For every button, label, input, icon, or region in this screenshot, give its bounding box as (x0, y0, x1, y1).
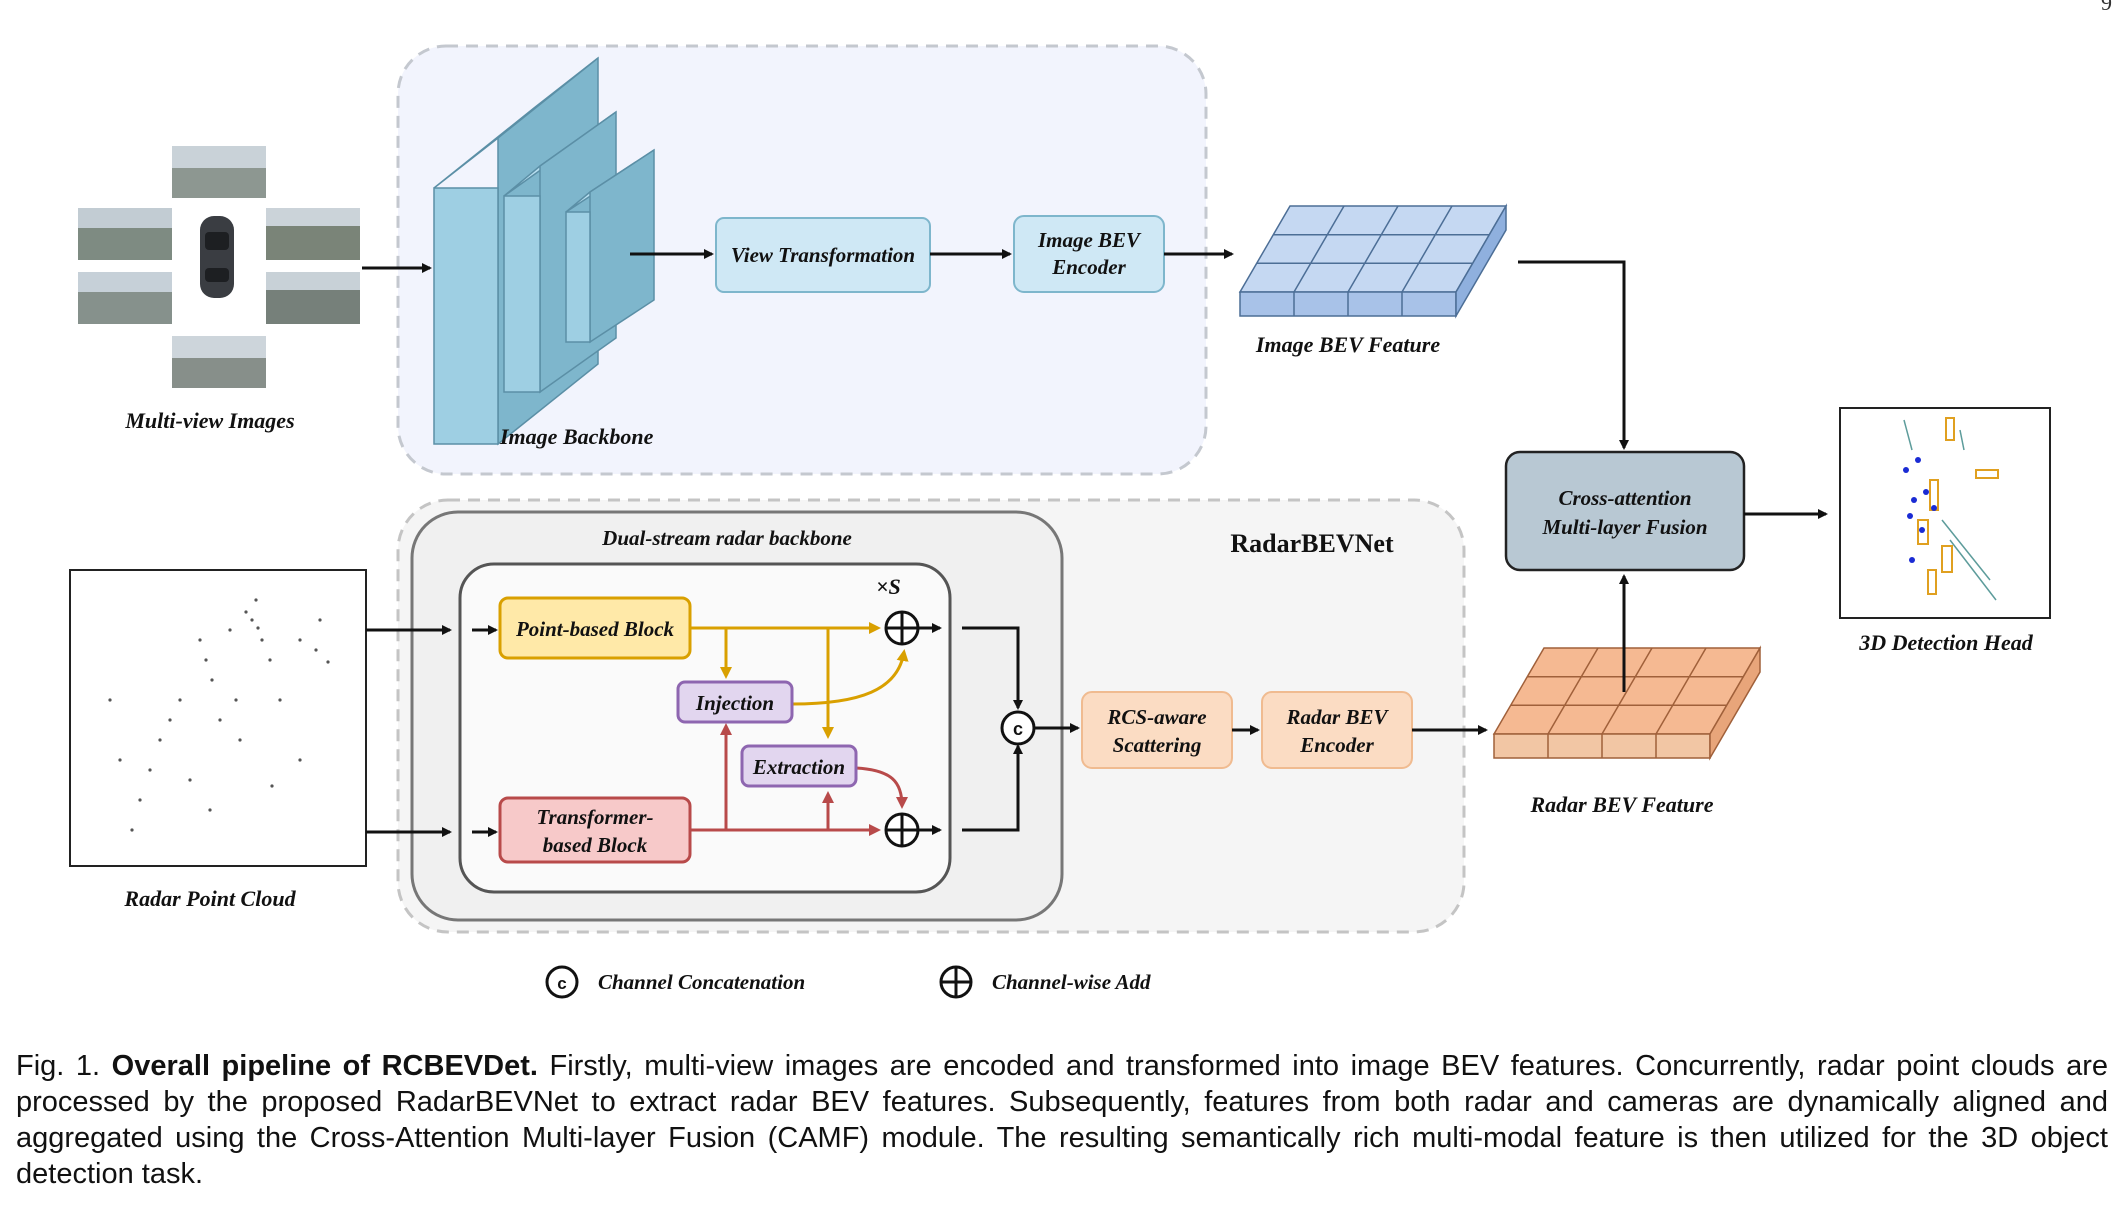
extraction-label: Extraction (752, 755, 845, 779)
multi-view-images (78, 146, 360, 388)
camf-label-1: Cross-attention (1558, 486, 1691, 510)
injection-node (676, 680, 794, 724)
image-backbone-label: Image Backbone (499, 424, 654, 449)
transformer-block-label-1: Transformer- (536, 805, 653, 829)
detection-points (1903, 457, 1937, 563)
radar-point-cloud-image (69, 569, 367, 867)
add-legend-icon (939, 965, 973, 999)
caption-title: Overall pipeline of RCBEVDet. (111, 1050, 538, 1082)
radar-points (108, 598, 330, 832)
radar-bev-feature-label: Radar BEV Feature (1530, 792, 1714, 817)
detection-head-label: 3D Detection Head (1858, 630, 2034, 655)
image-bev-feature-label: Image BEV Feature (1255, 332, 1440, 357)
concat-legend-icon: c (545, 965, 579, 999)
dual-stream-label: Dual-stream radar backbone (601, 526, 852, 550)
pipeline-diagram: Multi-view Images Image Backbone View Tr… (69, 44, 2051, 999)
injection-label: Injection (695, 691, 774, 715)
detection-boxes (1917, 417, 1999, 595)
add-legend-label: Channel-wise Add (992, 970, 1151, 994)
point-based-block-label: Point-based Block (515, 617, 675, 641)
detection-lines (1903, 419, 1997, 601)
radarbevnet-label: RadarBEVNet (1230, 529, 1394, 558)
extraction-node (740, 744, 858, 788)
radar-encoder-label-1: Radar BEV (1286, 705, 1390, 729)
rcs-label-2: Scattering (1113, 733, 1202, 757)
camf-label-2: Multi-layer Fusion (1541, 515, 1707, 539)
camf-node (1504, 450, 1746, 572)
image-backbone (433, 56, 655, 446)
view-transformation-label: View Transformation (731, 243, 915, 267)
svg-text:c: c (1013, 719, 1023, 739)
radar-bev-feature-grid (1492, 645, 1762, 761)
rcs-label-1: RCS-aware (1106, 705, 1206, 729)
figure-caption: Fig. 1. Overall pipeline of RCBEVDet. Fi… (16, 1048, 2108, 1192)
multi-view-images-label: Multi-view Images (124, 408, 294, 433)
ego-car-icon (200, 216, 234, 298)
image-bev-encoder-label-1: Image BEV (1037, 228, 1142, 252)
caption-prefix: Fig. 1. (16, 1050, 101, 1082)
page-number: 9 (2101, 0, 2112, 15)
concat-legend-label: Channel Concatenation (598, 970, 805, 994)
detection-result-image (1839, 407, 2051, 619)
transformer-block-label-2: based Block (543, 833, 648, 857)
radar-point-cloud-label: Radar Point Cloud (123, 886, 296, 911)
radar-encoder-label-2: Encoder (1299, 733, 1374, 757)
concat-icon: c (1000, 710, 1036, 746)
add-icon-top (884, 610, 920, 646)
times-s-label: ×S (876, 574, 901, 599)
svg-text:c: c (557, 974, 566, 993)
image-bev-feature-grid (1238, 203, 1508, 319)
add-icon-bottom (884, 812, 920, 848)
caption-body: Firstly, multi-view images are encoded a… (16, 1050, 2108, 1190)
image-bev-encoder-label-2: Encoder (1051, 255, 1126, 279)
